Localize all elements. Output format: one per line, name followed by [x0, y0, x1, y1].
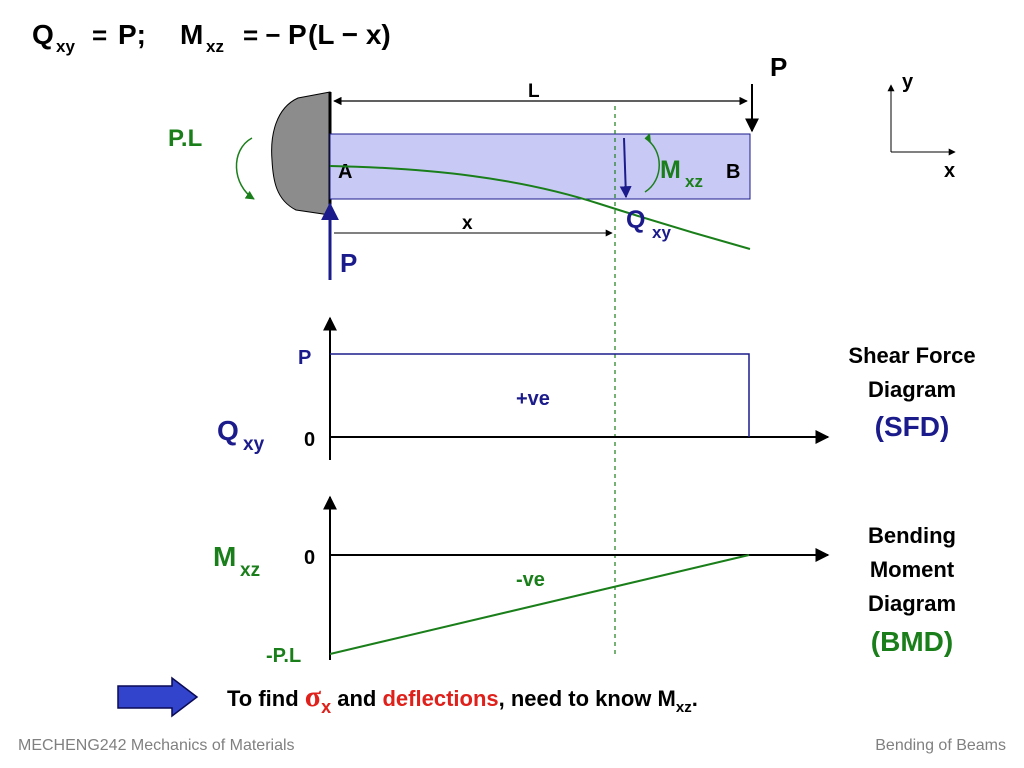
- equation-q-subscript: xy: [56, 37, 75, 56]
- bmd-axis-label: M: [213, 541, 236, 572]
- note-period: .: [692, 686, 698, 711]
- load-label: P: [770, 52, 787, 82]
- bmd-axis-subscript: xz: [240, 560, 260, 581]
- position-label: x: [462, 213, 473, 234]
- note-part2: and: [331, 686, 382, 711]
- sfd-title-line1: Shear Force: [848, 343, 975, 368]
- end-b-label: B: [726, 161, 740, 183]
- bmd-abbr: (BMD): [871, 626, 953, 657]
- bmd-title-line2: Moment: [870, 557, 955, 582]
- bmd-moment-line: [329, 554, 750, 655]
- note-m-subscript: xz: [676, 699, 692, 716]
- bmd-title-line3: Diagram: [868, 591, 956, 616]
- equation-p: P;: [118, 19, 146, 50]
- note-part1: To find: [227, 686, 305, 711]
- bmd-region-label: -ve: [516, 569, 545, 591]
- equation-m: M: [180, 19, 203, 50]
- deflected-shape: [329, 165, 751, 250]
- wall-moment-label: P.L: [168, 125, 202, 152]
- sfd-tick-zero: 0: [304, 429, 315, 451]
- equation-rhs-sign: = −: [243, 20, 281, 50]
- y-axis-label: y: [902, 71, 914, 93]
- reaction-label: P: [340, 248, 357, 278]
- x-axis-label: x: [944, 160, 955, 182]
- sfd-tick-p: P: [298, 347, 311, 369]
- bmd-title-line1: Bending: [868, 523, 956, 548]
- section-shear-label: Q: [626, 206, 645, 234]
- section-moment-subscript: xz: [685, 172, 703, 191]
- equation-equals: =: [92, 20, 107, 50]
- beam: [329, 133, 751, 200]
- bmd-tick-zero: 0: [304, 547, 315, 569]
- end-a-label: A: [338, 161, 352, 183]
- section-moment-label: M: [660, 156, 681, 184]
- note-deflections: deflections: [382, 686, 498, 711]
- sfd-axis-subscript: xy: [243, 434, 265, 455]
- note-sigma: σ: [305, 680, 322, 713]
- section-moment-arrowhead: [645, 133, 651, 144]
- note-part3: , need to know M: [499, 686, 676, 711]
- sfd-axis-label: Q: [217, 415, 239, 446]
- sfd-region-label: +ve: [516, 388, 550, 410]
- bmd-tick-neg: -P.L: [266, 645, 301, 667]
- length-label: L: [528, 81, 540, 102]
- footer-left: MECHENG242 Mechanics of Materials: [18, 737, 295, 754]
- equation-rhs-p: P: [288, 19, 307, 50]
- footer-right: Bending of Beams: [875, 737, 1006, 754]
- note-arrow-icon: [117, 676, 199, 718]
- wall-support: [271, 91, 331, 216]
- note-sigma-subscript: x: [321, 697, 331, 717]
- equation-m-subscript: xz: [206, 37, 224, 56]
- section-shear-subscript: xy: [652, 223, 671, 242]
- sfd-shear-line: [330, 353, 750, 437]
- section-shear-arrow: [619, 137, 632, 199]
- sfd-title-line2: Diagram: [868, 377, 956, 402]
- sfd-abbr: (SFD): [875, 411, 950, 442]
- equation-rhs-paren: (L − x): [308, 19, 391, 50]
- note-text: To find σx and deflections, need to know…: [227, 680, 698, 717]
- equation-q: Q: [32, 19, 54, 50]
- wall-moment-arrow: [235, 137, 255, 200]
